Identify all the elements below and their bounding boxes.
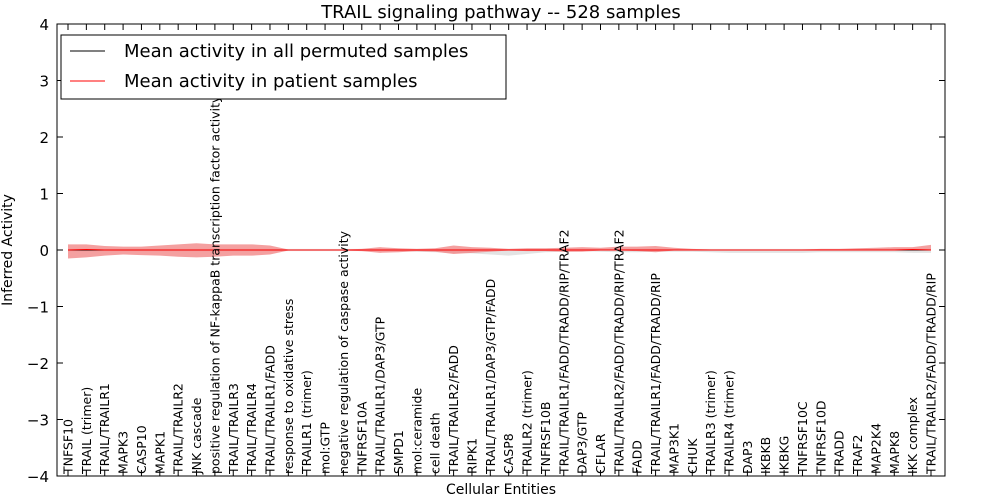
x-tick-label: IKBKB xyxy=(758,437,773,474)
x-tick-label: SMPD1 xyxy=(391,430,406,474)
x-tick-label: TRAIL (trimer) xyxy=(79,387,94,475)
x-tick-label: TRAILR4 (trimer) xyxy=(722,370,737,475)
x-tick-label: cell death xyxy=(428,412,443,474)
x-tick-label: MAPK3 xyxy=(116,431,131,474)
y-tick-label: −2 xyxy=(27,355,49,373)
x-tick-label: TRAIL/TRAILR1/DAP3/GTP/FADD xyxy=(483,279,498,475)
x-tick-label: mol:GTP xyxy=(318,422,333,474)
x-tick-label: TRAF2 xyxy=(850,434,865,475)
series-lines xyxy=(67,248,932,251)
x-tick-label: TNFRSF10C xyxy=(795,401,810,475)
x-tick-label: CFLAR xyxy=(593,433,608,474)
x-tick-label: TRAILR2 (trimer) xyxy=(520,370,535,475)
x-tick-label: TRAIL/TRAILR3 xyxy=(226,383,241,475)
x-tick-label: TNFRSF10B xyxy=(538,402,553,475)
y-axis-ticks: −4 −3 −2 −1 0 1 2 3 4 xyxy=(27,16,945,486)
x-tick-label: TRAIL/TRAILR4 xyxy=(244,383,259,475)
y-tick-label: 4 xyxy=(39,16,49,34)
x-tick-label: TRAIL/TRAILR1/FADD xyxy=(262,345,277,475)
x-tick-label: RIPK1 xyxy=(464,438,479,474)
x-tick-label: TRAIL/TRAILR1/FADD/TRADD/RIP xyxy=(648,273,663,475)
x-tick-label: MAP2K4 xyxy=(868,423,883,474)
x-tick-label: FADD xyxy=(630,440,645,474)
x-tick-label: IKK complex xyxy=(905,397,920,474)
x-tick-label: mol:ceramide xyxy=(409,388,424,474)
y-tick-label: 1 xyxy=(39,186,49,204)
x-tick-label: TNFSF10 xyxy=(61,419,76,475)
x-tick-label: response to oxidative stress xyxy=(281,299,296,474)
y-axis-label: Inferred Activity xyxy=(0,194,16,306)
x-tick-label: TRAIL/TRAILR2/FADD xyxy=(446,345,461,475)
x-tick-label: JNK cascade xyxy=(189,397,204,475)
y-tick-label: 3 xyxy=(39,73,49,91)
x-tick-label: TRAIL/TRAILR1/DAP3/GTP xyxy=(373,316,388,475)
x-tick-label: TRAIL/TRAILR1 xyxy=(97,383,112,475)
x-axis-label: Cellular Entities xyxy=(446,482,556,498)
y-tick-label: −3 xyxy=(27,412,49,430)
x-tick-label: CASP10 xyxy=(134,425,149,474)
x-tick-label: TRAIL/TRAILR2/FADD/TRADD/RIP/TRAF2 xyxy=(611,229,626,475)
legend-label-patient: Mean activity in patient samples xyxy=(124,71,418,92)
x-tick-label: IKBKG xyxy=(777,436,792,474)
x-tick-label: negative regulation of caspase activity xyxy=(336,230,351,474)
y-tick-label: −4 xyxy=(27,468,49,486)
x-tick-label: DAP3 xyxy=(740,441,755,474)
x-tick-label: MAPK1 xyxy=(152,431,167,474)
patient-mean-line xyxy=(67,248,932,251)
x-tick-label: CHUK xyxy=(685,438,700,474)
legend: Mean activity in all permuted samplesMea… xyxy=(60,34,507,100)
plot-frame xyxy=(56,23,946,477)
x-tick-label: TRAIL/TRAILR2 xyxy=(171,383,186,475)
y-tick-label: −1 xyxy=(27,299,49,317)
x-tick-label: TNFRSF10A xyxy=(354,401,369,475)
x-tick-label: TRAILR3 (trimer) xyxy=(703,370,718,475)
x-tick-label: CASP8 xyxy=(501,433,516,474)
confidence-bands xyxy=(68,243,931,259)
chart-title: TRAIL signaling pathway -- 528 samples xyxy=(320,2,681,23)
x-tick-label: MAPK8 xyxy=(887,431,902,474)
x-tick-label: TRAIL/TRAILR2/FADD/TRADD/RIP xyxy=(924,273,939,475)
legend-label-permuted: Mean activity in all permuted samples xyxy=(124,41,468,62)
x-tick-label: TRAIL/TRAILR1/FADD/TRADD/RIP/TRAF2 xyxy=(556,229,571,475)
patient-band xyxy=(68,243,931,259)
x-tick-label: TNFRSF10D xyxy=(813,400,828,475)
y-tick-label: 2 xyxy=(39,129,49,147)
legend-frame xyxy=(60,34,507,100)
x-tick-label: MAP3K1 xyxy=(666,423,681,474)
x-tick-label: TRADD xyxy=(832,430,847,475)
x-tick-label: positive regulation of NF-kappaB transcr… xyxy=(207,95,222,474)
y-tick-label: 0 xyxy=(39,242,49,260)
x-tick-label: DAP3/GTP xyxy=(575,411,590,474)
x-tick-label: TRAILR1 (trimer) xyxy=(299,370,314,475)
